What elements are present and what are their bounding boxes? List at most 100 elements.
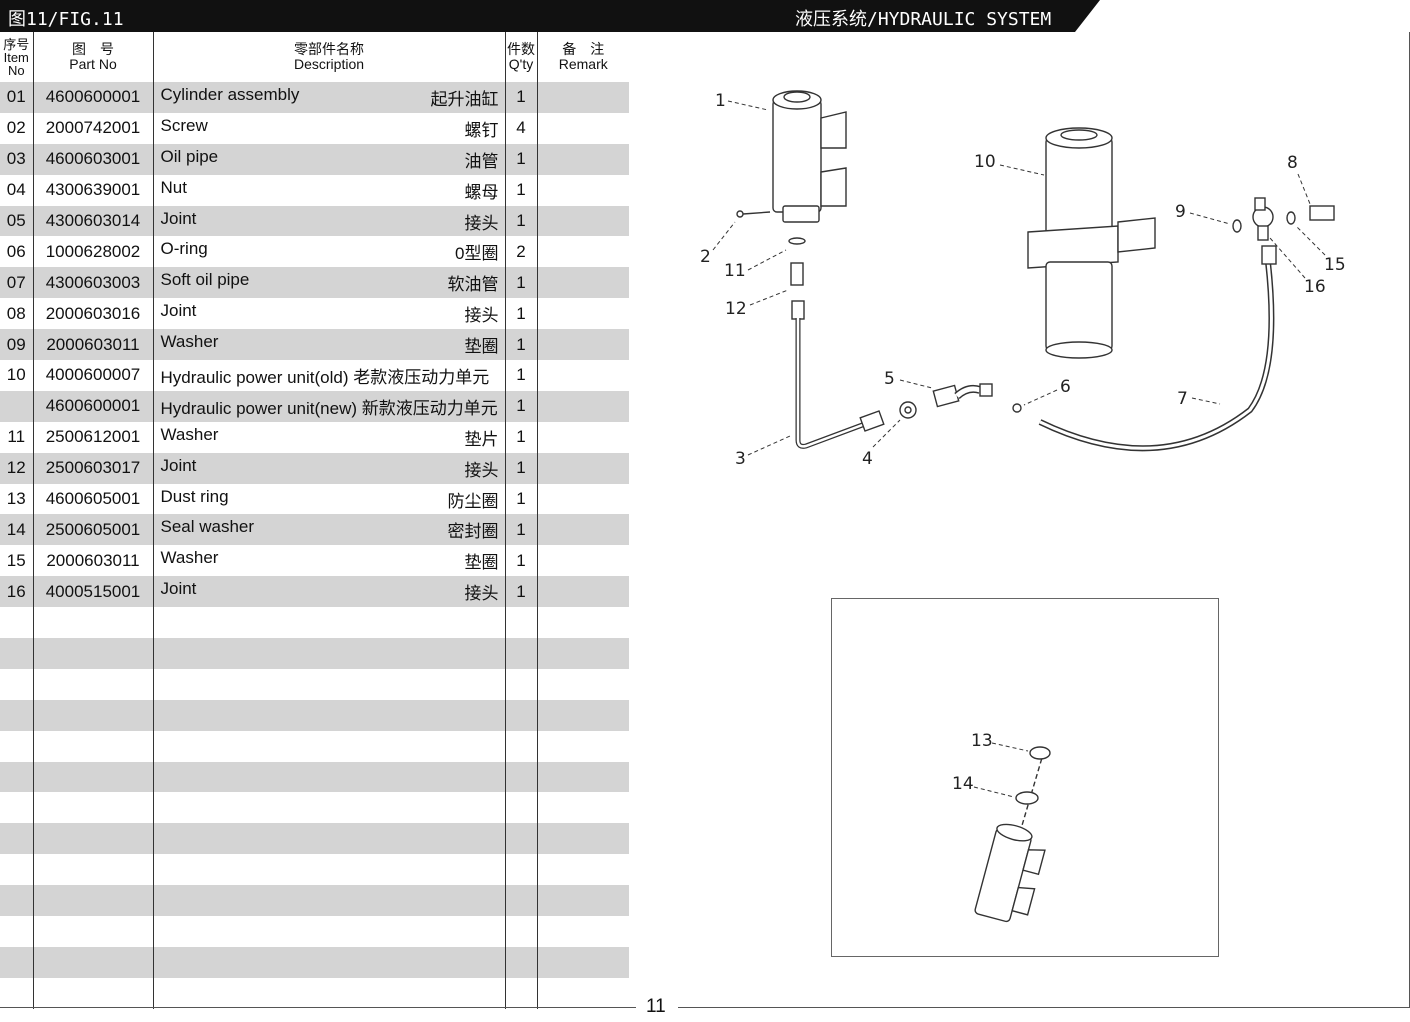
remark-cell	[536, 360, 629, 391]
description-cn: 接头	[464, 306, 499, 326]
col-description: 零部件名称 Description	[152, 32, 506, 82]
description-en: Seal washer	[160, 517, 255, 537]
description-cn: 接头	[464, 460, 499, 480]
empty-table-row	[0, 916, 629, 947]
callout-15: 15	[1324, 255, 1346, 275]
remark-cell	[536, 112, 629, 144]
empty-table-row	[0, 946, 629, 978]
qty-cell: 1	[504, 267, 538, 299]
bottom-rule-left	[0, 1007, 636, 1008]
item-no-cell: 03	[0, 143, 34, 175]
description-cn: 软油管	[447, 275, 499, 295]
qty-cell: 1	[504, 390, 538, 422]
callout-5: 5	[884, 369, 895, 389]
part-no-cell: 4600600001	[32, 390, 154, 422]
callout-7: 7	[1177, 389, 1188, 409]
qty-cell: 1	[504, 514, 538, 546]
qty-cell: 1	[504, 545, 538, 577]
description-en: O-ring	[160, 239, 208, 259]
remark-cell	[536, 545, 629, 577]
part-no-cell: 4300603003	[32, 267, 154, 299]
part-no-cell: 4600605001	[32, 483, 154, 515]
qty-cell: 1	[504, 360, 538, 391]
description-en: Hydraulic power unit(old) 老款液压动力单元	[160, 367, 490, 387]
description-en: Soft oil pipe	[160, 270, 250, 290]
callout-4: 4	[862, 449, 873, 469]
item-no-cell: 14	[0, 514, 34, 546]
item-no-cell: 16	[0, 576, 34, 608]
part-no-cell: 4600603001	[32, 143, 154, 175]
description-en: Dust ring	[160, 486, 229, 506]
callout-16: 16	[1304, 277, 1326, 297]
hose-end-part	[1261, 245, 1277, 265]
part-no-cell: 4300603014	[32, 205, 154, 237]
item-no-cell: 12	[0, 452, 34, 484]
part-no-cell: 2000603011	[32, 329, 154, 361]
qty-cell: 1	[504, 452, 538, 484]
description-en: Joint	[160, 579, 197, 599]
callout-3: 3	[735, 449, 746, 469]
power-unit-part	[1027, 127, 1156, 359]
empty-table-row	[0, 823, 629, 855]
callout-10: 10	[974, 152, 996, 172]
item-no-cell: 01	[0, 82, 34, 113]
qty-cell: 2	[504, 236, 538, 268]
part-no-cell: 2000603011	[32, 545, 154, 577]
item-no-cell: 11	[0, 421, 34, 453]
part-no-cell: 2500612001	[32, 421, 154, 453]
washer-part	[788, 237, 806, 245]
empty-table-row	[0, 699, 629, 731]
empty-table-row	[0, 730, 629, 762]
item-no-cell: 07	[0, 267, 34, 299]
description-en: Washer	[160, 332, 219, 352]
pipe-nut-part	[859, 410, 885, 432]
item-no-cell: 09	[0, 329, 34, 361]
item-no-cell: 15	[0, 545, 34, 577]
joint-part	[1309, 205, 1335, 221]
description-cn: 螺母	[464, 182, 499, 202]
description-cn: 起升油缸	[430, 89, 499, 109]
empty-table-row	[0, 885, 629, 917]
page-number: 11	[642, 996, 670, 1018]
description-cn: 垫圈	[464, 337, 499, 357]
qty-cell: 1	[504, 174, 538, 206]
qty-cell: 1	[504, 298, 538, 330]
item-no-cell: 10	[0, 360, 34, 391]
qty-cell: 1	[504, 576, 538, 608]
description-en: Joint	[160, 301, 197, 321]
remark-cell	[536, 452, 629, 484]
description-en: Hydraulic power unit(new) 新款液压动力单元	[160, 398, 498, 418]
description-en: Oil pipe	[160, 146, 219, 166]
description-cn: 油管	[464, 151, 499, 171]
callout-8: 8	[1287, 153, 1298, 173]
part-no-cell: 2000603016	[32, 298, 154, 330]
description-cell: Oil pipe 油管	[152, 143, 506, 175]
part-no-cell: 4300639001	[32, 174, 154, 206]
joint-part	[791, 300, 805, 320]
remark-cell	[536, 82, 629, 113]
remark-cell	[536, 421, 629, 453]
system-title: 液压系统/HYDRAULIC SYSTEM	[795, 9, 1052, 30]
item-no-cell: 02	[0, 112, 34, 144]
empty-table-row	[0, 668, 629, 700]
description-en: Washer	[160, 548, 219, 568]
description-cn: 防尘圈	[447, 491, 499, 511]
remark-cell	[536, 514, 629, 546]
part-no-cell: 4000600007	[32, 360, 154, 391]
figure-label: 图11/FIG.11	[8, 9, 124, 30]
